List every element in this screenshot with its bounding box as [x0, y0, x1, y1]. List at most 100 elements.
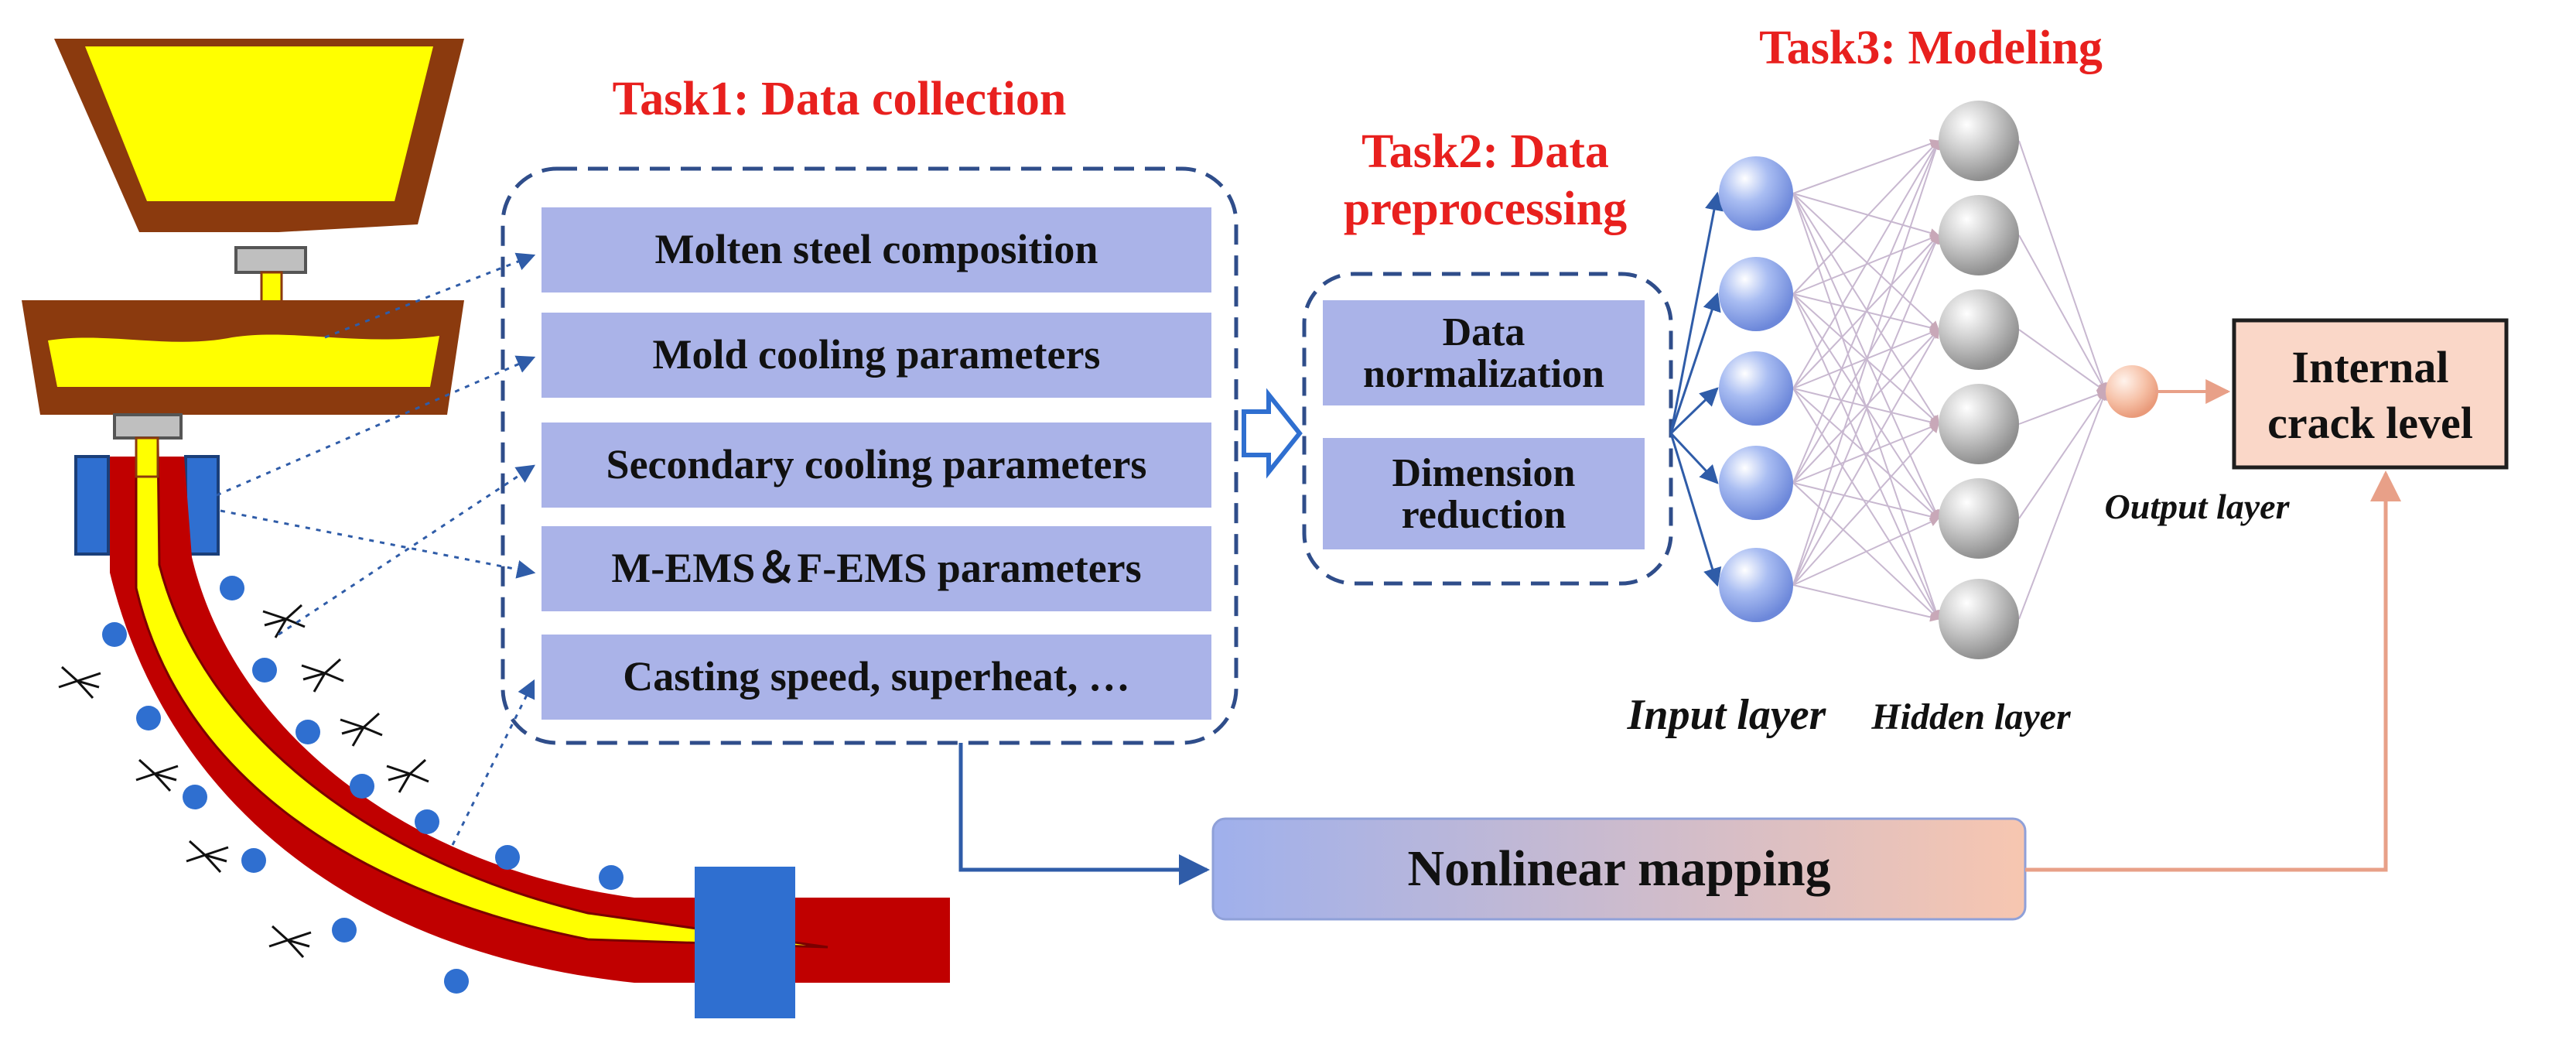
strand-shell [110, 457, 950, 983]
crack-level-box [2232, 318, 2509, 470]
output-neuron [2106, 365, 2158, 418]
hollow-arrow-icon [1242, 388, 1303, 479]
network-edge [1792, 193, 1939, 426]
task1-item-box [542, 422, 1211, 508]
crack-level-label-line2: crack level [2267, 398, 2473, 448]
network-edge [1792, 423, 1939, 586]
task1-item-label: Molten steel composition [655, 226, 1098, 272]
network-edge [1792, 140, 1939, 295]
task1-item-label: Casting speed, superheat, … [623, 653, 1130, 700]
mapping-to-output-connector [2025, 470, 2401, 872]
tundish-nozzle [113, 413, 183, 440]
hidden-neuron [1939, 384, 2019, 464]
input-neuron [1719, 446, 1793, 520]
normalization-label-line2: normalization [1363, 352, 1604, 396]
mold-left [74, 455, 110, 556]
caster-illustration [22, 39, 950, 1018]
roller [102, 622, 127, 647]
source-arrow [220, 509, 536, 579]
spray-nozzle [58, 665, 101, 700]
network-edge [1792, 422, 1940, 484]
task3-title: Task3: Modeling [1759, 22, 2103, 74]
neural-network [1669, 101, 2158, 659]
dimension-reduction-label-line1: Dimension [1392, 451, 1576, 495]
spray-nozzle [301, 658, 344, 693]
hidden-neuron [1939, 579, 2019, 659]
input-arrow [1669, 387, 1719, 435]
task1-item-box [542, 635, 1211, 720]
spray-nozzle [135, 758, 179, 792]
roller [444, 969, 469, 994]
network-edge [2018, 390, 2107, 425]
network-edge [1792, 482, 1940, 522]
hidden-neuron [1939, 101, 2019, 181]
input-arrow [1669, 292, 1721, 434]
ladle-nozzle [234, 246, 307, 274]
network-connections [1792, 139, 2108, 622]
input-arrow [1669, 433, 1722, 587]
task2-title-line1: Task2: Data [1361, 125, 1609, 178]
network-edge [2018, 391, 2106, 519]
network-edge [2018, 140, 2108, 393]
input-neuron [1719, 156, 1793, 231]
source-arrow [451, 679, 535, 846]
input-neuron [1719, 351, 1793, 426]
task2-title-line2: preprocessing [1344, 183, 1627, 235]
spray-nozzle [186, 840, 229, 874]
network-edge [1792, 234, 1939, 484]
roller [599, 865, 624, 890]
hidden-neuron [1939, 195, 2019, 275]
input-arrow [1669, 191, 1724, 434]
source-arrow [278, 464, 536, 636]
dimension-reduction-box [1323, 438, 1645, 549]
task1-item-label: M-EMS＆F-EMS parameters [611, 545, 1141, 591]
spray-nozzles [58, 604, 429, 959]
task1-frame [501, 166, 1238, 745]
nonlinear-mapping-label: Nonlinear mapping [1407, 840, 1830, 897]
network-edge [1792, 193, 1940, 520]
task1-item-label: Mold cooling parameters [653, 331, 1101, 378]
f-ems-coil [695, 867, 795, 1018]
task1-item-box [542, 207, 1211, 292]
input-neuron [1719, 257, 1793, 331]
roller [252, 658, 277, 682]
hidden-layer-label: Hidden layer [1871, 696, 2072, 737]
roller [332, 918, 357, 942]
ladle-molten-steel [85, 46, 433, 201]
task1-to-mapping-connector [958, 743, 1210, 885]
network-edge [1792, 234, 1940, 586]
source-arrow [324, 252, 536, 339]
normalization-box [1323, 300, 1645, 405]
input-arrow [1669, 432, 1719, 484]
rollers [102, 576, 624, 994]
roller [241, 848, 266, 873]
submerged-nozzle [135, 436, 159, 478]
network-edge [1792, 584, 1940, 622]
normalization-label-line1: Data [1443, 310, 1525, 354]
dimension-reduction-label-line2: reduction [1402, 493, 1566, 537]
input-layer-label: Input layer [1627, 691, 1827, 739]
roller [296, 720, 320, 744]
source-arrows [216, 252, 536, 846]
network-edge [1792, 139, 1940, 194]
network-edge [1792, 193, 1939, 330]
task1-item-label: Secondary cooling parameters [606, 441, 1147, 488]
crack-level-label-line1: Internal [2292, 342, 2449, 392]
hidden-neuron [1939, 478, 2019, 559]
roller [220, 576, 244, 600]
network-edge [2018, 234, 2106, 393]
network-edge [1792, 328, 1939, 586]
network-edge [1792, 139, 1940, 484]
hidden-neuron [1939, 289, 2019, 370]
network-edge [1792, 139, 1939, 389]
task1-item-box [542, 526, 1211, 611]
spray-nozzle [386, 758, 429, 793]
roller [183, 785, 207, 809]
roller [350, 774, 374, 799]
task1-item-box [542, 313, 1211, 398]
network-edge [1792, 518, 1940, 586]
roller [495, 845, 520, 870]
tundish-molten-steel [48, 334, 439, 387]
